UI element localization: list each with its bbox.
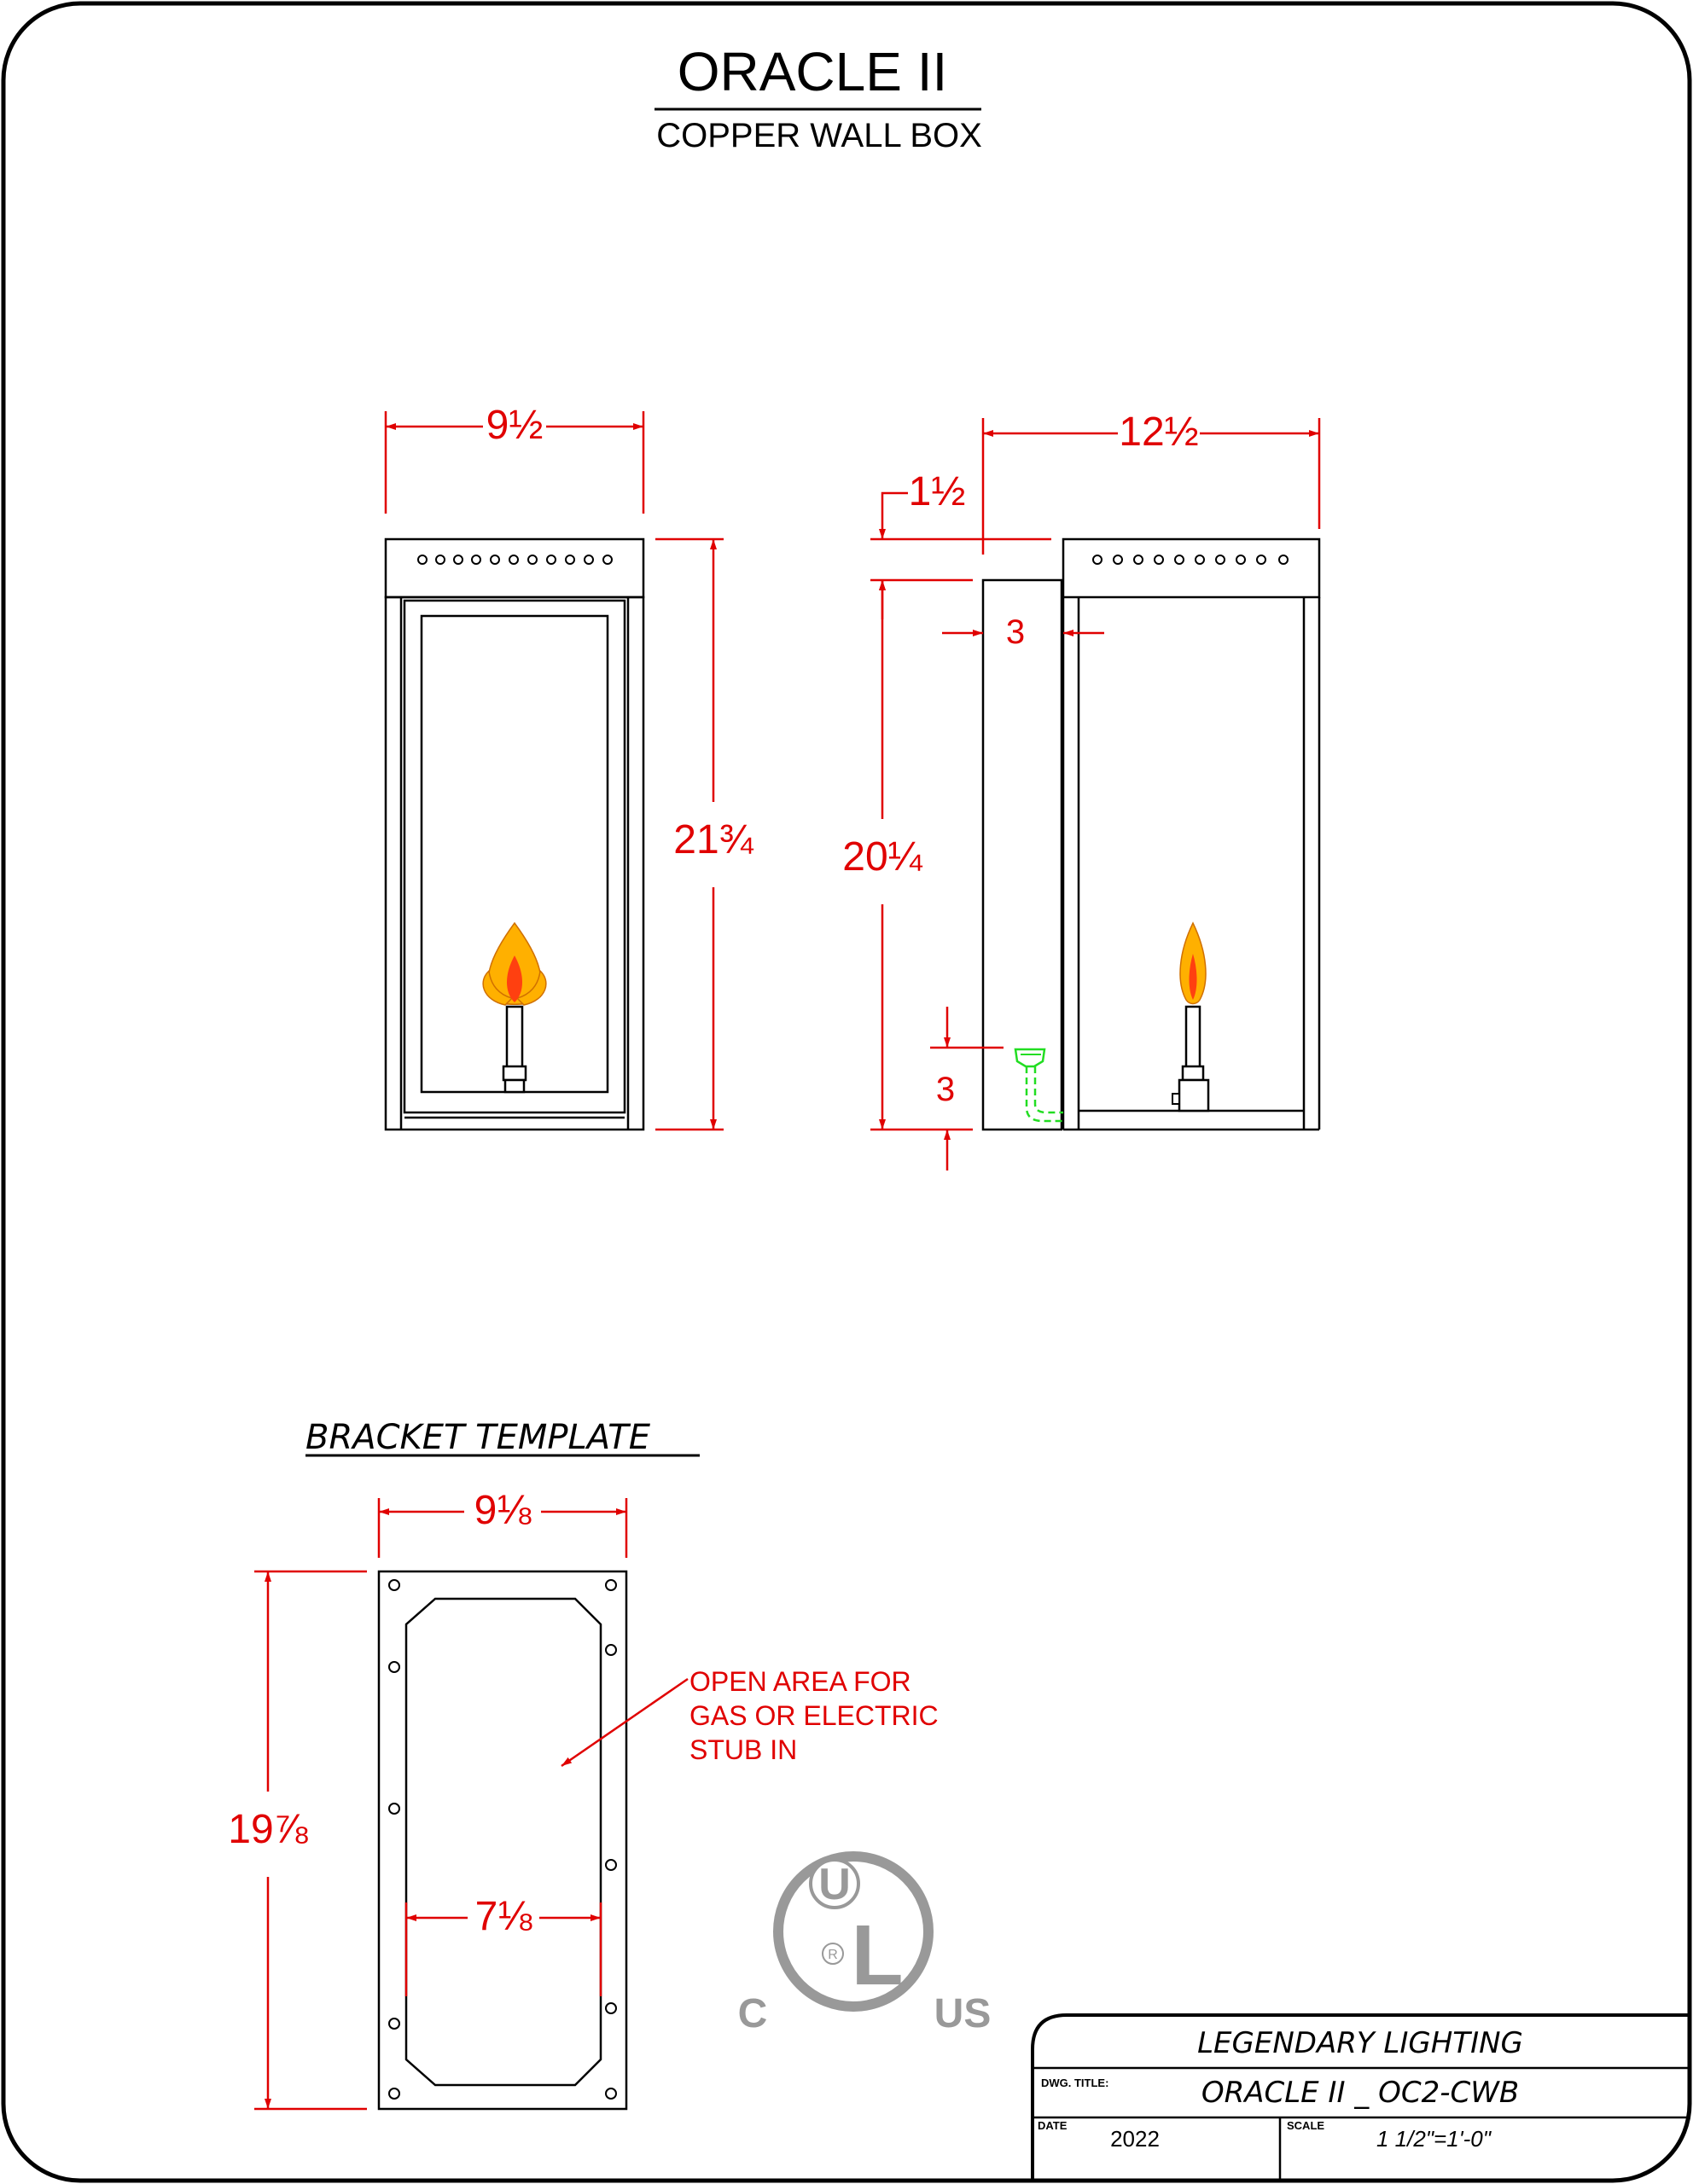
bracket-outline <box>377 1570 628 2111</box>
scale-label: SCALE <box>1287 2119 1324 2132</box>
front-height-dim: 21¾ <box>673 817 753 863</box>
date-value: 2022 <box>1110 2126 1160 2152</box>
front-width-dim: 9½ <box>486 403 544 448</box>
company-name: LEGENDARY LIGHTING <box>1197 2026 1523 2060</box>
ul-certification-logo: U L R C US <box>738 1851 992 2036</box>
ul-us-mark: US <box>934 1991 992 2036</box>
side-flame-icon <box>1179 921 1207 1005</box>
side-view: 12½ 1½ 3 20¼ 3 <box>842 410 1321 1170</box>
dwg-title: ORACLE II _ OC2-CWB <box>1201 2076 1519 2110</box>
note-leader <box>561 1677 689 1768</box>
gas-stub <box>1014 1048 1063 1123</box>
note-line-3: STUB IN <box>689 1734 797 1765</box>
front-body <box>384 595 645 1131</box>
side-depth-dim: 12½ <box>1119 410 1198 455</box>
front-top-cap <box>384 537 645 599</box>
bracket-holes <box>388 1579 617 2100</box>
bracket-width-dim: 9⅛ <box>474 1488 532 1533</box>
title-block: LEGENDARY LIGHTING DWG. TITLE: ORACLE II… <box>1031 2013 1690 2181</box>
side-spacer-dim: 3 <box>1006 613 1025 651</box>
note-line-2: GAS OR ELECTRIC <box>689 1700 939 1731</box>
registered-mark: R <box>828 1948 838 1962</box>
dwg-title-label: DWG. TITLE: <box>1041 2077 1108 2089</box>
side-bottom-dim: 3 <box>936 1071 955 1108</box>
side-offset-dim: 1½ <box>909 469 966 514</box>
flame-icon <box>482 921 547 1006</box>
scale-value: 1 1/2"=1'-0" <box>1376 2126 1492 2152</box>
bracket-template: BRACKET TEMPLATE 9⅛ 19⅞ 7⅛ OPEN AR <box>228 1418 939 2111</box>
side-top-cap <box>1062 537 1321 599</box>
ul-letters: U <box>818 1860 851 1909</box>
note-line-1: OPEN AREA FOR <box>689 1666 911 1697</box>
side-spacer <box>981 578 1063 1131</box>
side-height-dim: 20¼ <box>842 834 922 880</box>
page-subtitle: COPPER WALL BOX <box>656 117 982 154</box>
side-burner <box>1172 1005 1210 1112</box>
bracket-label: BRACKET TEMPLATE <box>305 1418 651 1457</box>
bracket-opening <box>404 1597 602 2087</box>
burner <box>502 1005 527 1094</box>
svg-text:L: L <box>851 1908 903 2003</box>
rivet-row <box>417 555 613 565</box>
bracket-height-dim: 19⅞ <box>228 1807 308 1852</box>
bracket-inner-width-dim: 7⅛ <box>475 1894 533 1939</box>
front-view: 9½ 21¾ <box>384 403 754 1131</box>
page-title: ORACLE II <box>678 41 948 102</box>
ul-c-mark: C <box>738 1991 768 2036</box>
front-glass-frame <box>403 599 626 1114</box>
side-rivet-row <box>1092 555 1289 565</box>
date-label: DATE <box>1038 2119 1068 2132</box>
